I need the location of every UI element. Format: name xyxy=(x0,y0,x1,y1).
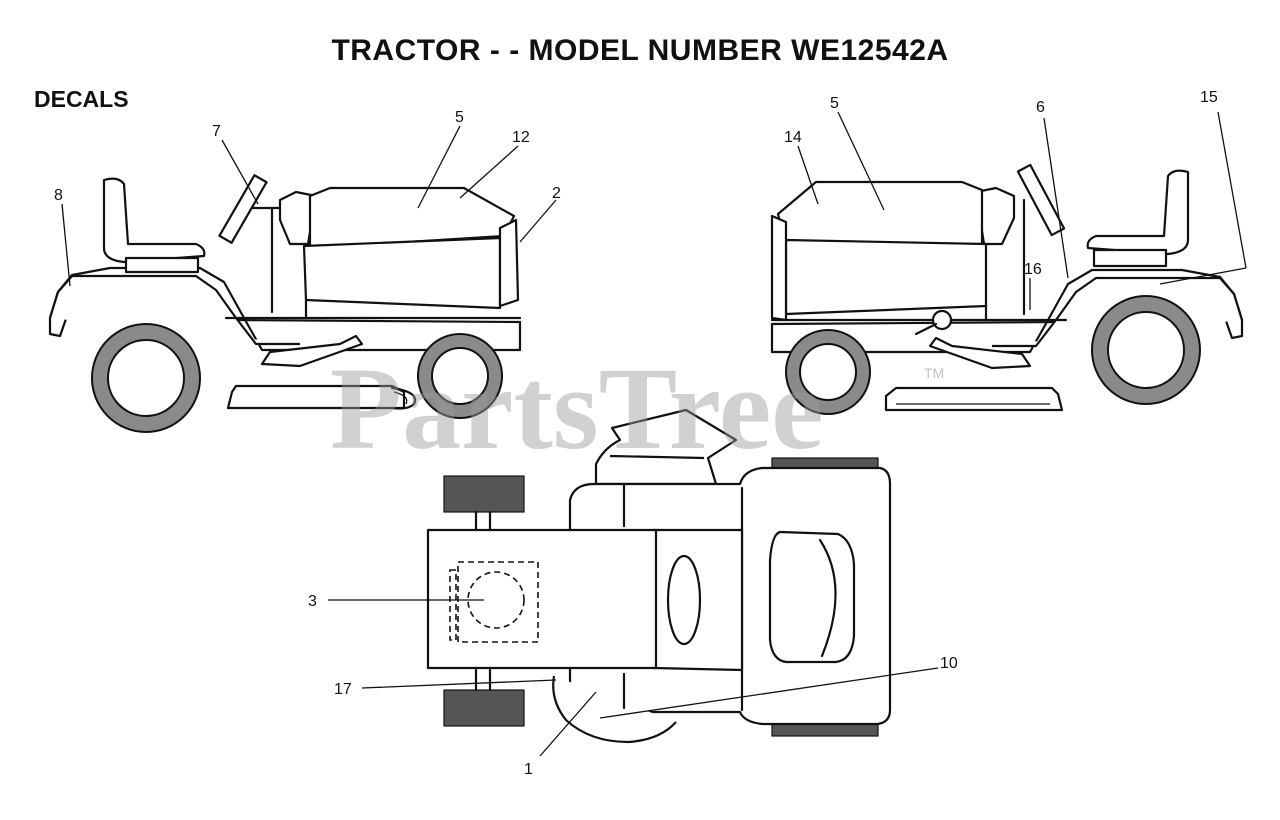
callout-10: 10 xyxy=(940,655,958,672)
callout-6: 6 xyxy=(1036,99,1045,116)
leader-lines xyxy=(61,111,1247,757)
decal-3-outline xyxy=(457,561,539,643)
tractor-top-view xyxy=(426,408,892,744)
callout-14: 14 xyxy=(784,129,802,146)
diagram-title: TRACTOR - - MODEL NUMBER WE12542A xyxy=(331,34,949,67)
hood-top xyxy=(426,528,658,670)
watermark: PartsTree xyxy=(330,343,824,474)
callout-labels: 8 7 5 12 2 14 5 6 15 16 3 17 10 1 xyxy=(54,89,1218,778)
callout-15: 15 xyxy=(1200,89,1218,106)
callout-2: 2 xyxy=(552,185,561,202)
callout-7: 7 xyxy=(212,123,221,140)
callout-3: 3 xyxy=(308,593,317,610)
callout-12: 12 xyxy=(512,129,530,146)
mower-deck-left xyxy=(226,384,406,410)
section-label: DECALS xyxy=(34,86,129,112)
callout-5-right: 5 xyxy=(830,95,839,112)
seat-top xyxy=(768,530,856,664)
front-tire-top xyxy=(443,475,525,513)
callout-8: 8 xyxy=(54,187,63,204)
tractor-right-side-view xyxy=(770,163,1244,415)
callout-5-left: 5 xyxy=(455,109,464,126)
steering-wheel-left xyxy=(218,174,268,244)
callout-16: 16 xyxy=(1024,261,1042,278)
watermark-tm: TM xyxy=(924,365,944,381)
tractor-left-side-view xyxy=(48,174,522,433)
seat-left xyxy=(102,177,206,264)
callout-1: 1 xyxy=(524,761,533,778)
callout-17: 17 xyxy=(334,681,352,698)
